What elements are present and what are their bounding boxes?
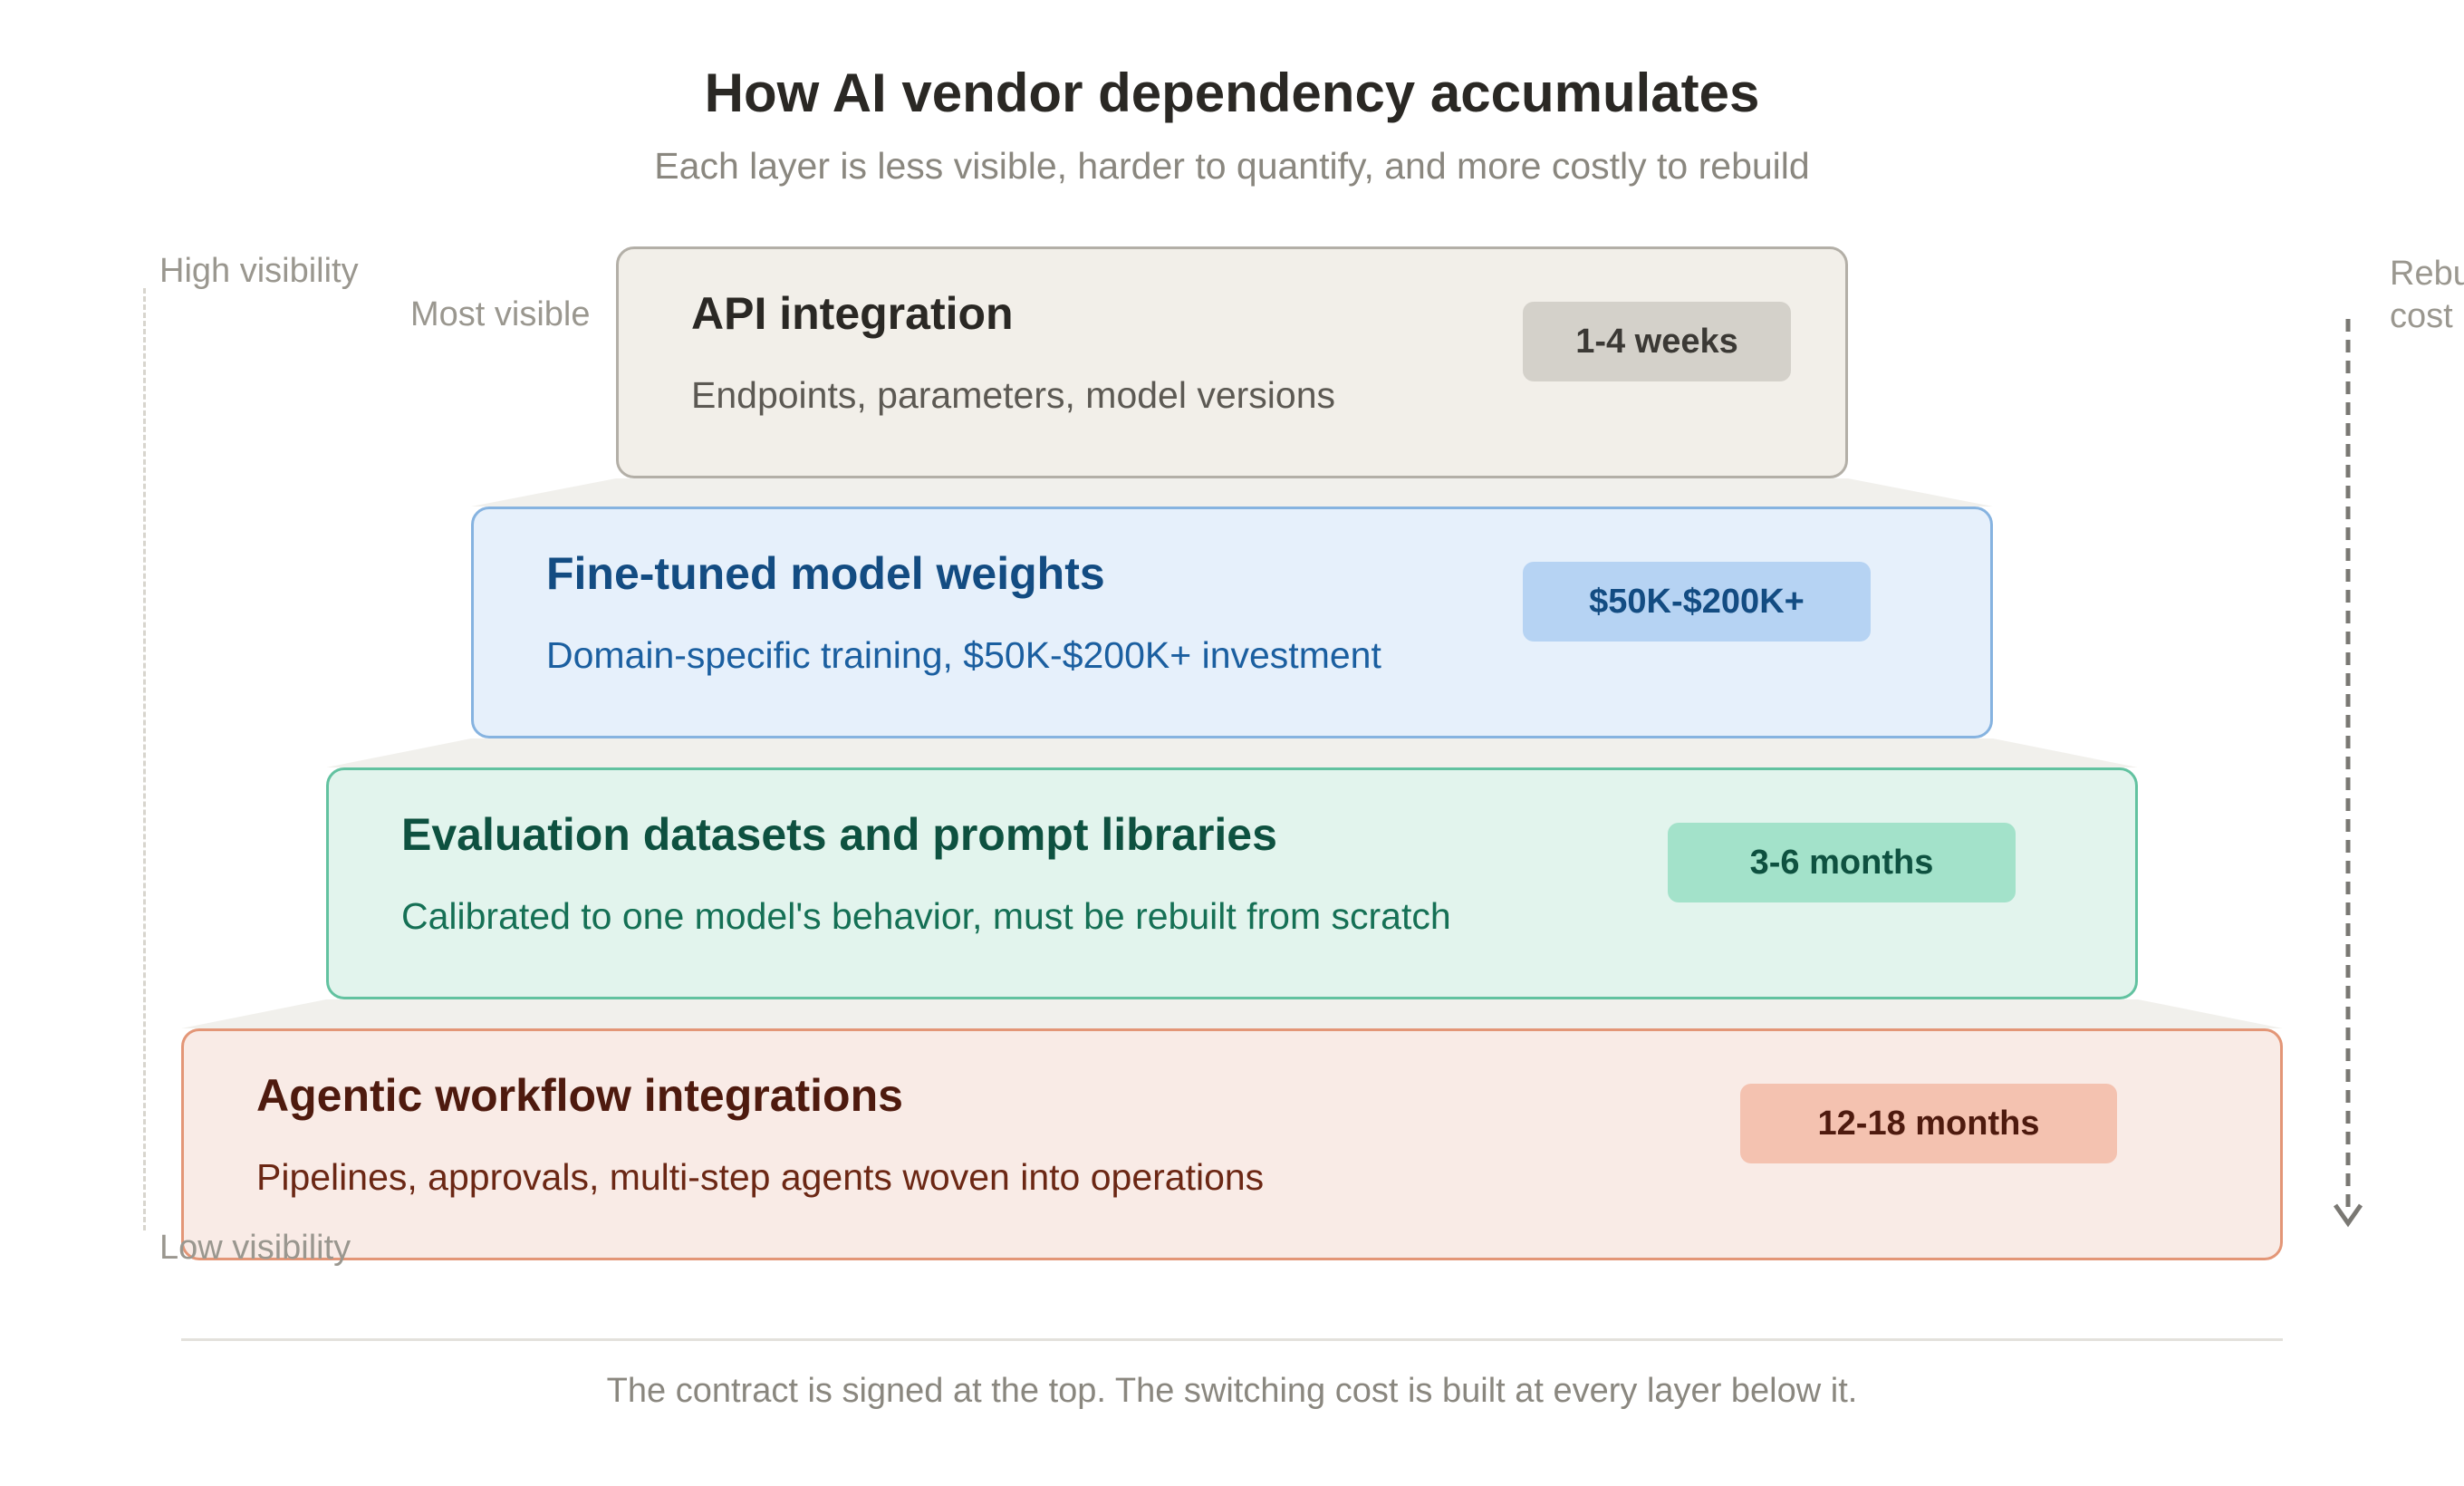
layer-fine-tuned-weights: Fine-tuned model weights Domain-specific… (471, 507, 1993, 738)
layer-title: Fine-tuned model weights (546, 548, 1105, 599)
connector-2-3 (326, 738, 2138, 767)
footer-note: The contract is signed at the top. The s… (606, 1372, 1858, 1410)
layer-badge: 12-18 months (1740, 1084, 2117, 1163)
connector-3-4 (181, 999, 2283, 1028)
rebuild-cost-label-line2: cost (2390, 297, 2453, 335)
layer-title: Evaluation datasets and prompt libraries (401, 809, 1277, 860)
layer-description: Pipelines, approvals, multi-step agents … (256, 1156, 1265, 1198)
layer-badge: 3-6 months (1668, 823, 2016, 902)
diagram-title: How AI vendor dependency accumulates (704, 63, 1760, 123)
layer-description: Calibrated to one model's behavior, must… (401, 895, 1451, 937)
layer-api-integration: API integration Endpoints, parameters, m… (616, 246, 1848, 478)
rebuild-cost-label-line1: Rebu (2390, 255, 2464, 293)
layer-evaluation-datasets: Evaluation datasets and prompt libraries… (326, 767, 2138, 999)
footer-divider (181, 1338, 2283, 1341)
cost-arrow-head (2333, 1203, 2363, 1228)
visibility-axis-line (143, 288, 146, 1230)
layer-agentic-workflows: Agentic workflow integrations Pipelines,… (181, 1028, 2283, 1260)
high-visibility-label: High visibility (159, 252, 359, 290)
diagram-subtitle: Each layer is less visible, harder to qu… (654, 145, 1810, 187)
layer-title: Agentic workflow integrations (256, 1070, 903, 1121)
layer-description: Endpoints, parameters, model versions (691, 374, 1336, 416)
layer-title: API integration (691, 288, 1014, 339)
low-visibility-label: Low visibility (159, 1229, 351, 1267)
layer-badge: $50K-$200K+ (1523, 562, 1871, 642)
layer-description: Domain-specific training, $50K-$200K+ in… (546, 634, 1381, 676)
connector-1-2 (471, 478, 1993, 507)
most-visible-label: Most visible (410, 295, 591, 333)
layer-badge: 1-4 weeks (1523, 302, 1791, 381)
